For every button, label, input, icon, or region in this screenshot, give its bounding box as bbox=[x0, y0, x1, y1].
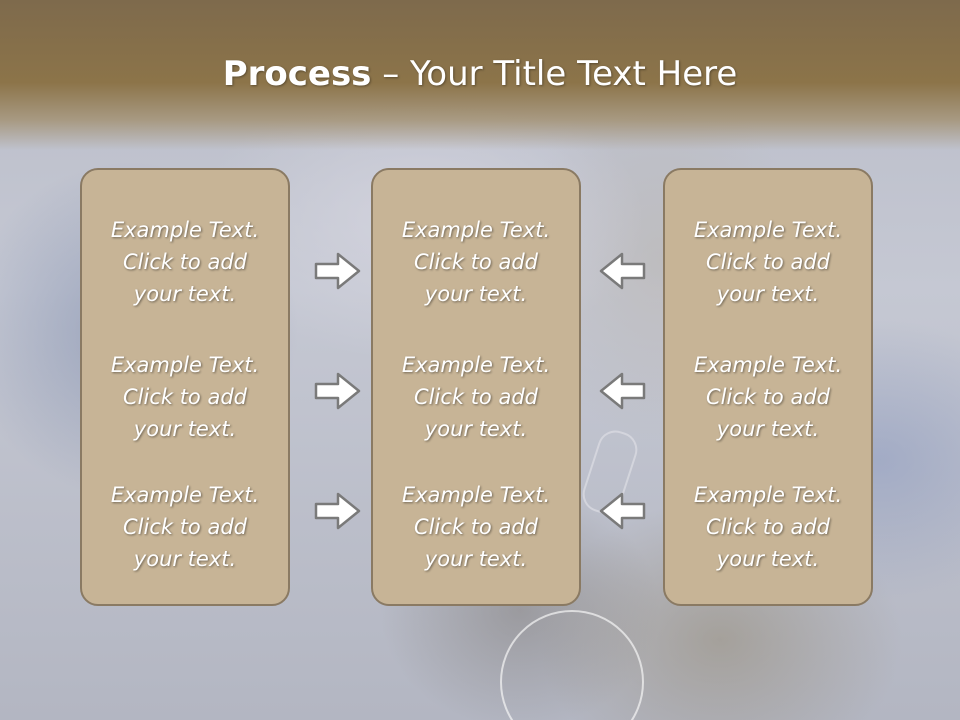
text-line: your text. bbox=[716, 282, 820, 306]
panel-text-block[interactable]: Example Text. Click to add your text. bbox=[82, 479, 288, 575]
panel-text-block[interactable]: Example Text. Click to add your text. bbox=[665, 214, 871, 310]
text-line: Example Text. bbox=[693, 353, 843, 377]
panel-text-block[interactable]: Example Text. Click to add your text. bbox=[373, 214, 579, 310]
text-line: Example Text. bbox=[110, 483, 260, 507]
text-line: Click to add bbox=[705, 385, 830, 409]
process-panel-left[interactable]: Example Text. Click to add your text. Ex… bbox=[80, 168, 290, 606]
text-line: Example Text. bbox=[401, 353, 551, 377]
text-line: Example Text. bbox=[110, 218, 260, 242]
panel-text-block[interactable]: Example Text. Click to add your text. bbox=[373, 479, 579, 575]
text-line: Click to add bbox=[705, 250, 830, 274]
panel-text-block[interactable]: Example Text. Click to add your text. bbox=[82, 214, 288, 310]
arrow-right-icon[interactable] bbox=[314, 491, 362, 531]
text-line: Click to add bbox=[413, 250, 538, 274]
text-line: Click to add bbox=[122, 250, 247, 274]
arrow-right-icon[interactable] bbox=[314, 371, 362, 411]
arrow-left-icon[interactable] bbox=[598, 251, 646, 291]
arrow-left-icon[interactable] bbox=[598, 371, 646, 411]
text-line: Example Text. bbox=[110, 353, 260, 377]
slide-title[interactable]: Process – Your Title Text Here bbox=[0, 52, 960, 96]
text-line: your text. bbox=[716, 547, 820, 571]
arrow-right-icon[interactable] bbox=[314, 251, 362, 291]
panel-text-block[interactable]: Example Text. Click to add your text. bbox=[373, 349, 579, 445]
text-line: Click to add bbox=[413, 515, 538, 539]
text-line: Click to add bbox=[413, 385, 538, 409]
text-line: your text. bbox=[716, 417, 820, 441]
panel-text-block[interactable]: Example Text. Click to add your text. bbox=[665, 349, 871, 445]
text-line: Example Text. bbox=[401, 218, 551, 242]
panel-text-block[interactable]: Example Text. Click to add your text. bbox=[665, 479, 871, 575]
text-line: your text. bbox=[133, 547, 237, 571]
title-band bbox=[0, 0, 960, 150]
text-line: your text. bbox=[424, 547, 528, 571]
text-line: your text. bbox=[424, 282, 528, 306]
text-line: Example Text. bbox=[693, 483, 843, 507]
panel-text-block[interactable]: Example Text. Click to add your text. bbox=[82, 349, 288, 445]
process-panel-middle[interactable]: Example Text. Click to add your text. Ex… bbox=[371, 168, 581, 606]
title-bold-text: Process bbox=[222, 54, 372, 94]
text-line: your text. bbox=[424, 417, 528, 441]
text-line: Click to add bbox=[122, 385, 247, 409]
arrow-left-icon[interactable] bbox=[598, 491, 646, 531]
text-line: Click to add bbox=[122, 515, 247, 539]
title-rest-text: – Your Title Text Here bbox=[371, 54, 738, 94]
text-line: Example Text. bbox=[401, 483, 551, 507]
text-line: Example Text. bbox=[693, 218, 843, 242]
text-line: your text. bbox=[133, 282, 237, 306]
process-panel-right[interactable]: Example Text. Click to add your text. Ex… bbox=[663, 168, 873, 606]
text-line: Click to add bbox=[705, 515, 830, 539]
text-line: your text. bbox=[133, 417, 237, 441]
